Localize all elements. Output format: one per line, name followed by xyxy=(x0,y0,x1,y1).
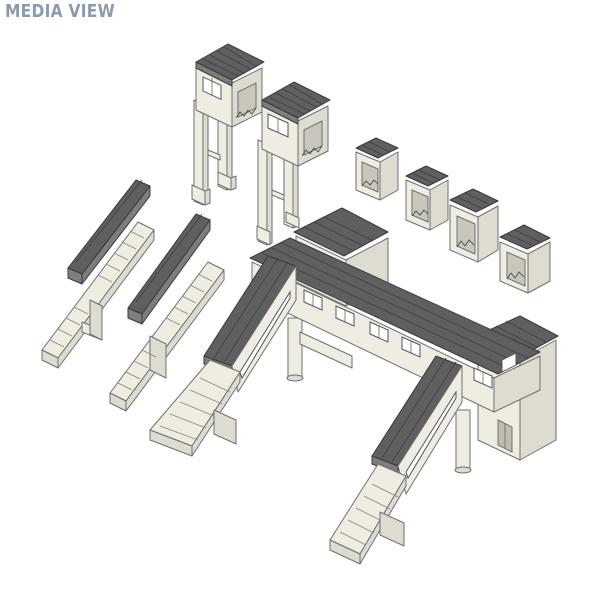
shelter-module-4 xyxy=(499,224,551,294)
shelter-module-3 xyxy=(449,188,499,263)
staircase-1 xyxy=(41,221,155,369)
staircase-2 xyxy=(109,261,225,412)
lift-tower-2 xyxy=(256,81,331,246)
main-footbridge xyxy=(149,207,559,565)
shelter-module-1 xyxy=(355,137,399,201)
media-view-label: MEDIA VIEW xyxy=(5,1,115,22)
lift-tower-1 xyxy=(191,43,265,206)
shelter-module-2 xyxy=(405,165,449,231)
stair-roof-1 xyxy=(67,179,151,285)
stair-roof-2 xyxy=(127,213,211,325)
